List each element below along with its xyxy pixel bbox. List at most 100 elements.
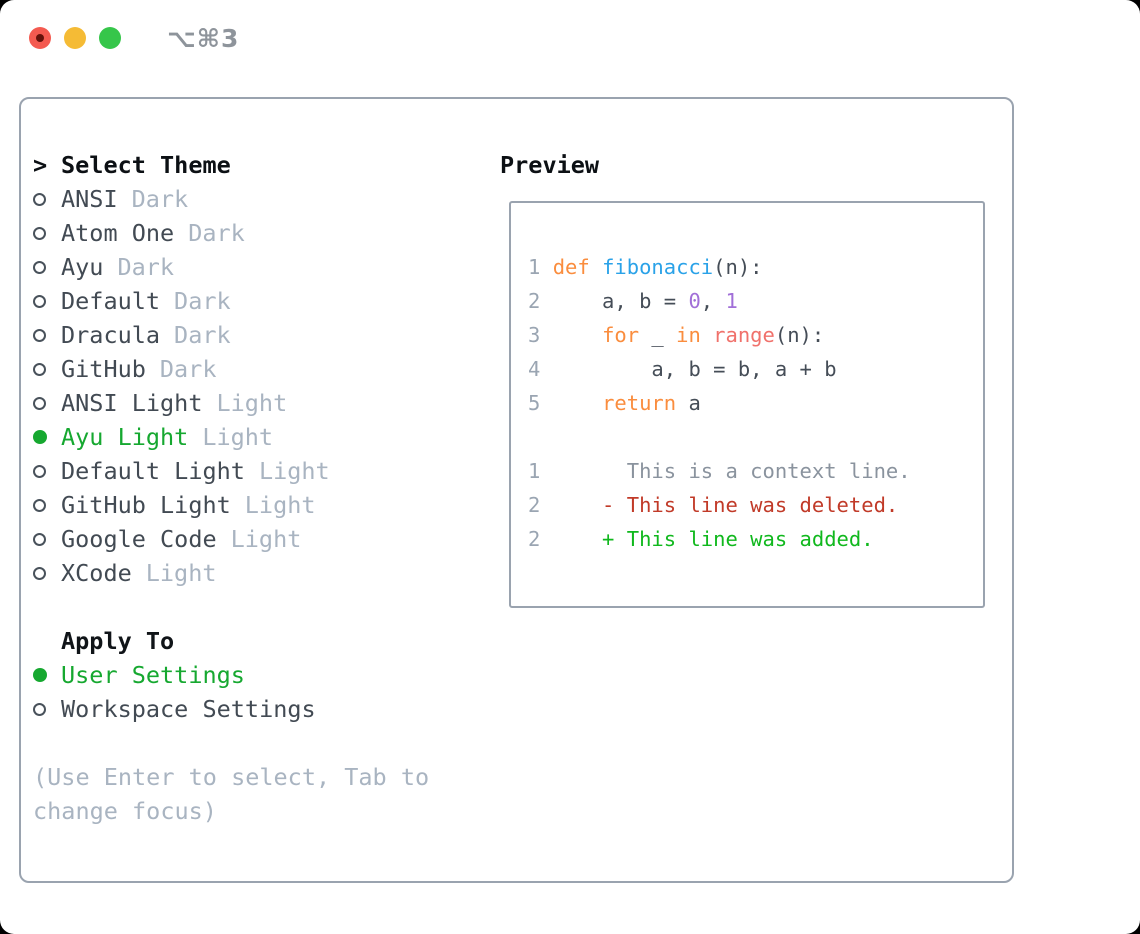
code-line: 1 def fibonacci(n): — [528, 250, 911, 284]
line-number: 2 — [528, 493, 553, 517]
theme-variant-label: Dark — [117, 253, 175, 281]
radio-icon — [33, 226, 46, 240]
code-token: _ — [639, 323, 677, 347]
line-number: 2 — [528, 527, 553, 551]
code-line: 2 a, b = 0, 1 — [528, 284, 911, 318]
code-token: 0 — [688, 289, 701, 313]
code-token: a, b = b, a + b — [552, 357, 837, 381]
radio-icon — [33, 396, 46, 410]
theme-variant-label: Dark — [131, 185, 189, 213]
spacer — [33, 590, 429, 624]
code-line — [528, 420, 911, 454]
code-token — [553, 323, 602, 347]
code-token: + This line was added. — [552, 527, 874, 551]
radio-icon — [33, 566, 46, 580]
radio-selected-icon — [33, 668, 47, 682]
code-token: (n): — [713, 255, 763, 279]
titlebar: ⌥⌘3 — [0, 0, 1140, 76]
theme-variant-label: Light — [258, 457, 330, 485]
apply-to-label: Apply To — [61, 627, 175, 655]
code-token: range — [713, 323, 775, 347]
apply-option-user-settings[interactable]: User Settings — [33, 658, 429, 692]
code-token: a — [676, 391, 701, 415]
code-line: 4 a, b = b, a + b — [528, 352, 911, 386]
line-number: 2 — [528, 289, 553, 313]
radio-icon — [33, 532, 46, 546]
code-token: return — [602, 391, 677, 415]
code-token: - This line was deleted. — [552, 493, 899, 517]
apply-to-header: Apply To — [33, 624, 429, 658]
theme-variant-label: Dark — [174, 287, 231, 315]
code-line: 5 return a — [528, 386, 911, 420]
diff-line-added: 2 + This line was added. — [528, 522, 911, 556]
traffic-light-close-button[interactable] — [29, 27, 51, 49]
theme-variant-label: Light — [230, 525, 302, 553]
apply-option-workspace-settings[interactable]: Workspace Settings — [33, 692, 429, 726]
radio-icon — [33, 362, 46, 376]
code-token: def — [552, 255, 590, 279]
radio-icon — [33, 328, 46, 342]
spacer — [33, 726, 429, 760]
code-token: This is a context line. — [552, 459, 911, 483]
radio-icon — [33, 498, 46, 512]
radio-icon — [33, 464, 46, 478]
hint-text-line-1: (Use Enter to select, Tab to — [33, 763, 430, 791]
code-token: , — [700, 289, 726, 313]
hint-text-line-2: change focus) — [33, 797, 217, 825]
code-token: 1 — [725, 289, 738, 313]
theme-variant-label: Light — [244, 491, 316, 519]
line-number: 1 — [528, 255, 553, 279]
radio-icon — [33, 192, 46, 206]
theme-variant-label: Dark — [174, 321, 231, 349]
line-number: 3 — [528, 323, 553, 347]
diff-line-context: 1 This is a context line. — [528, 454, 911, 488]
radio-icon — [33, 260, 46, 274]
code-token: a, b = — [552, 289, 689, 313]
select-theme-header: > Select Theme — [33, 148, 429, 182]
select-theme-header-label: Select Theme — [61, 151, 231, 179]
apply-to-list: User Settings Workspace Settings — [33, 658, 429, 726]
code-token: in — [676, 323, 701, 347]
diff-line-deleted: 2 - This line was deleted. — [528, 488, 911, 522]
code-token — [590, 255, 602, 279]
theme-variant-label: Light — [145, 559, 217, 587]
line-number: 1 — [528, 459, 553, 483]
radio-icon — [33, 702, 46, 716]
traffic-light-zoom-button[interactable] — [99, 27, 121, 49]
code-token: for — [602, 323, 640, 347]
prompt-icon: > — [33, 151, 48, 179]
code-token — [553, 391, 602, 415]
theme-variant-label: Dark — [188, 219, 245, 247]
code-token: fibonacci — [602, 255, 714, 279]
code-token — [701, 323, 713, 347]
theme-variant-label: Light — [216, 389, 288, 417]
radio-icon — [33, 294, 46, 308]
theme-variant-label: Dark — [159, 355, 217, 383]
line-number: 4 — [528, 357, 553, 381]
theme-variant-label: Light — [202, 423, 274, 451]
traffic-light-minimize-button[interactable] — [64, 27, 86, 49]
code-line: 3 for _ in range(n): — [528, 318, 911, 352]
code-token: (n): — [774, 323, 825, 347]
window-shortcut-label: ⌥⌘3 — [167, 23, 240, 53]
line-number: 5 — [528, 391, 553, 415]
radio-selected-icon — [33, 430, 47, 444]
